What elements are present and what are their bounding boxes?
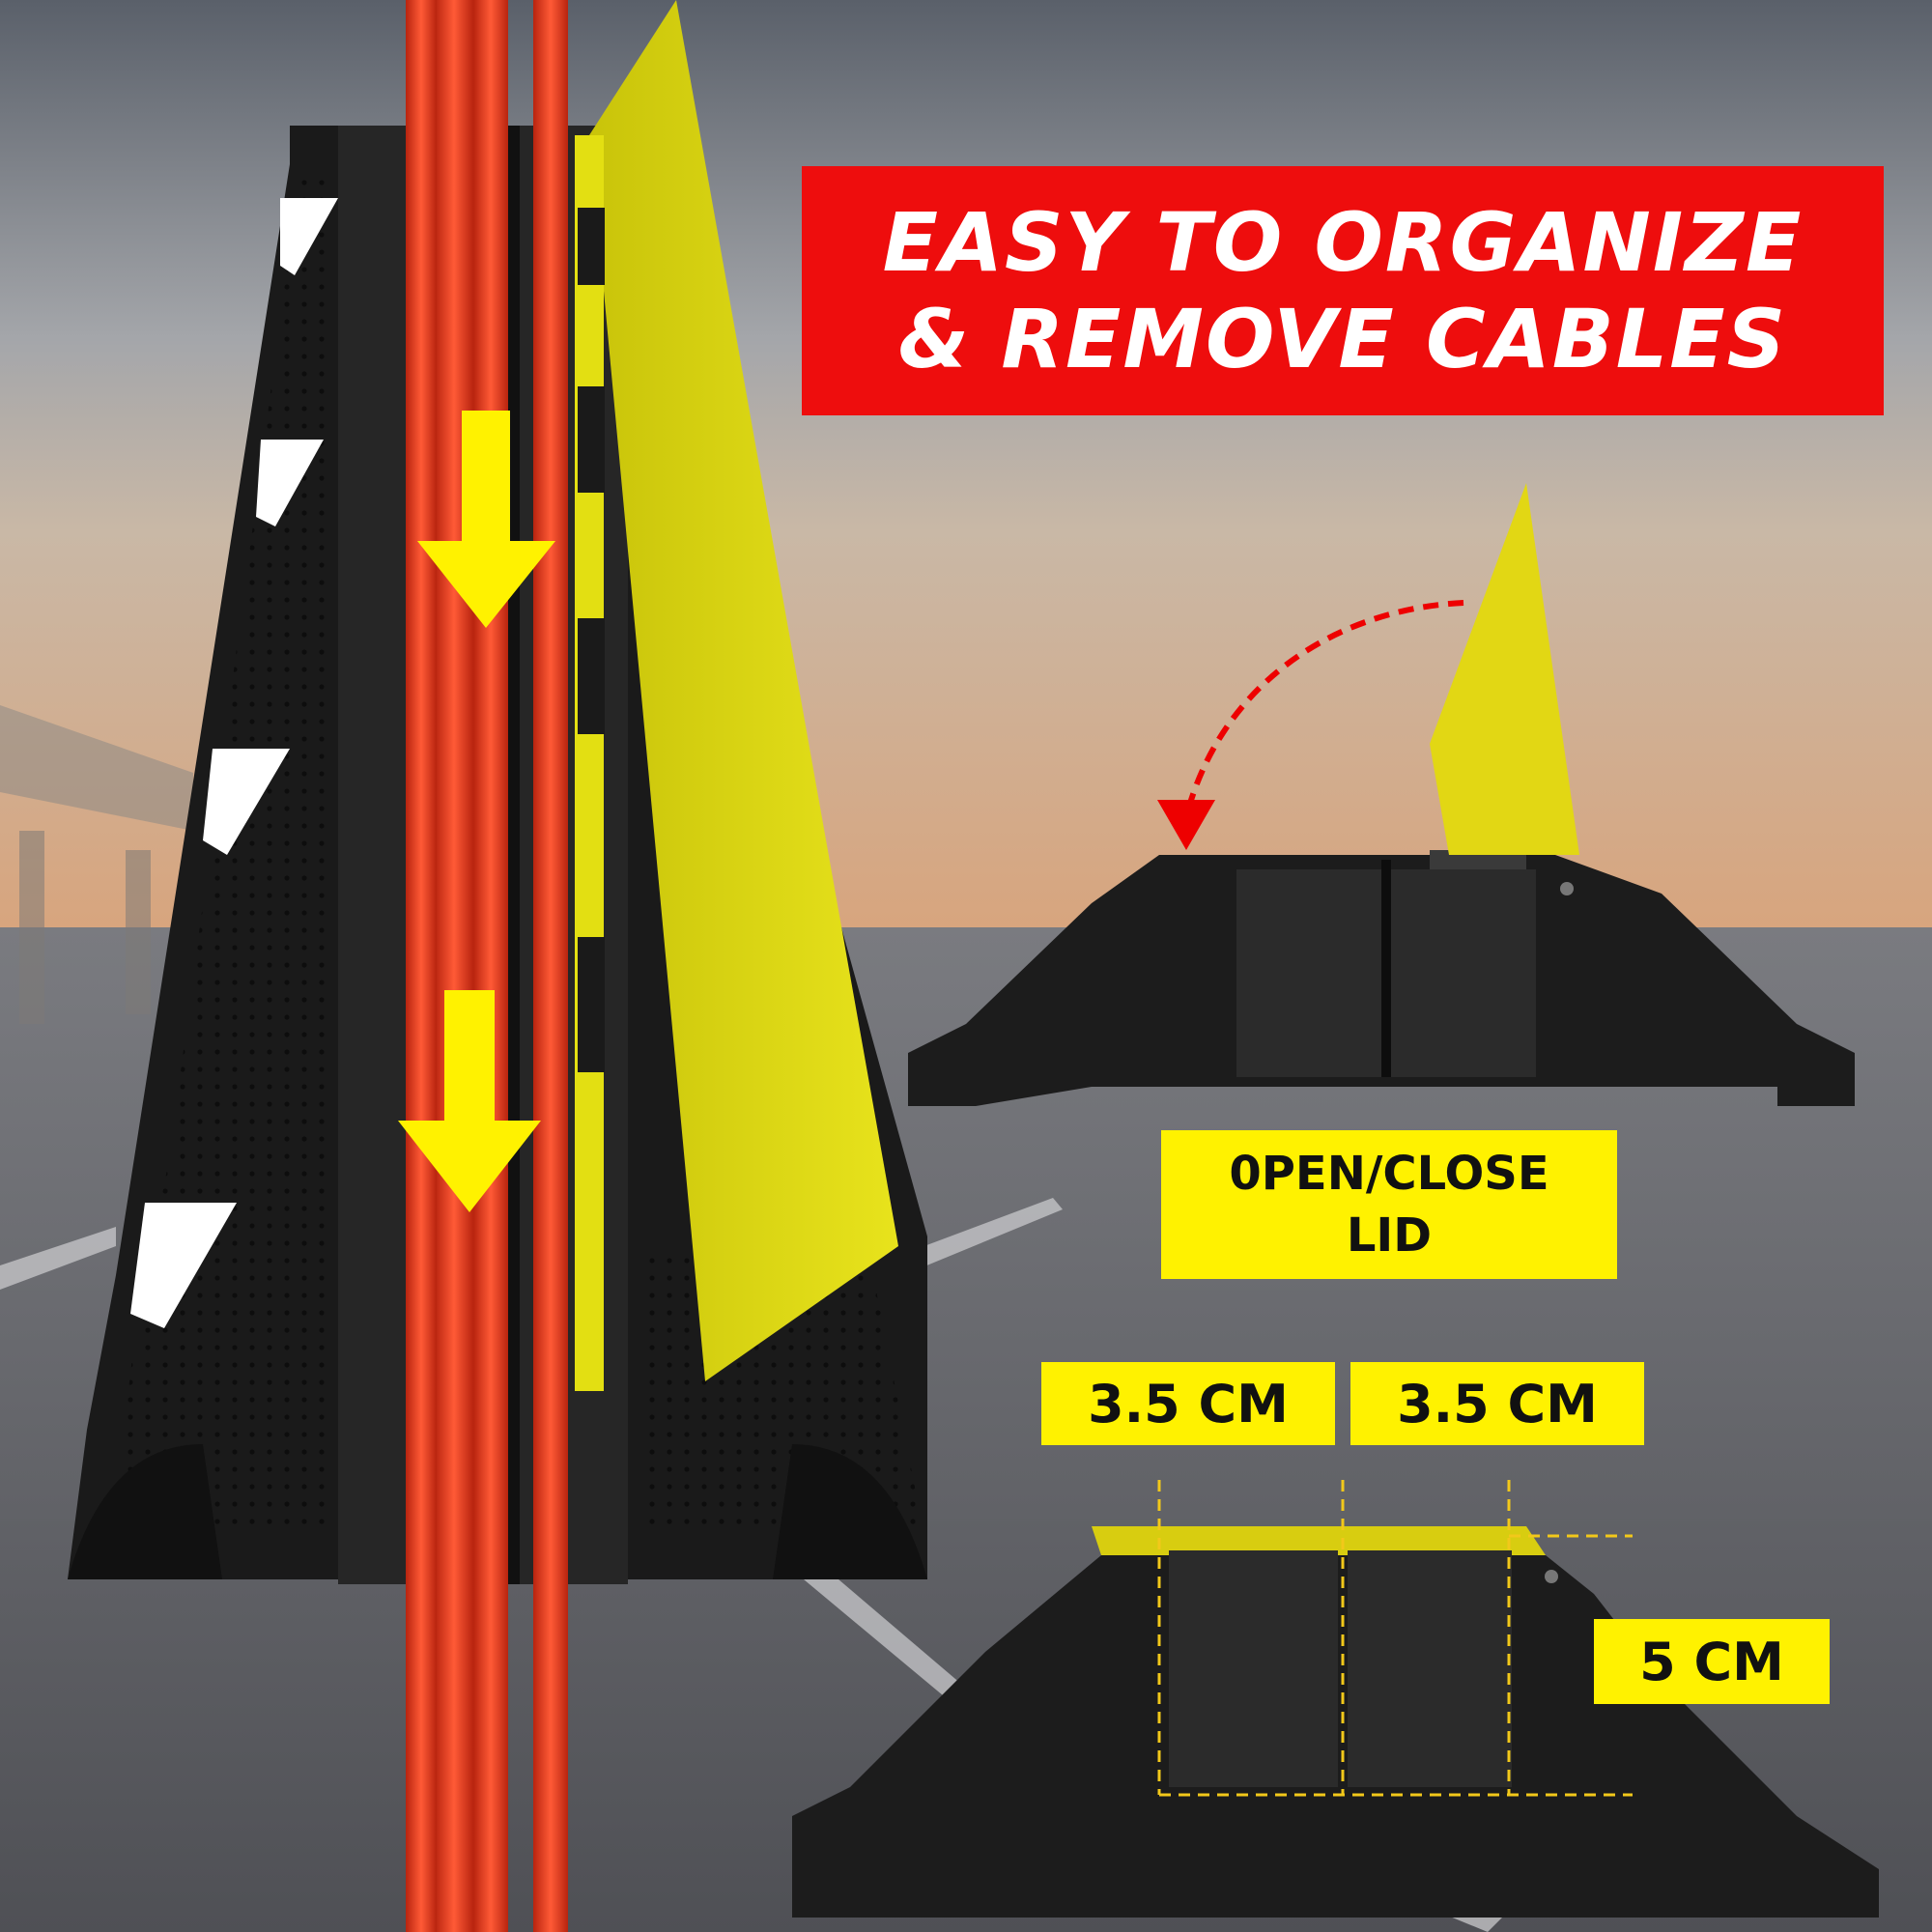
headline-line-2: & REMOVE CABLES bbox=[897, 292, 1788, 386]
open-lid-cross-section bbox=[908, 483, 1855, 1106]
lid-label-line-1: 0PEN/CLOSE bbox=[1229, 1147, 1549, 1201]
channel-width-right-label: 3.5 CM bbox=[1350, 1362, 1644, 1445]
lid-label-line-2: LID bbox=[1346, 1208, 1433, 1263]
channel-width-left-label: 3.5 CM bbox=[1041, 1362, 1335, 1445]
open-close-lid-label: 0PEN/CLOSE LID bbox=[1161, 1130, 1617, 1279]
height-label: 5 CM bbox=[1594, 1619, 1830, 1704]
hinged-lid bbox=[575, 0, 898, 1391]
down-arrow-icon bbox=[398, 411, 555, 1212]
curved-dashed-arrow-icon bbox=[1185, 600, 1464, 810]
headline-banner: EASY TO ORGANIZE & REMOVE CABLES bbox=[802, 166, 1884, 415]
chevron-arrow-icon bbox=[130, 198, 338, 1328]
headline-line-1: EASY TO ORGANIZE bbox=[882, 195, 1804, 290]
cable bbox=[406, 0, 568, 1932]
overpass-bridge bbox=[0, 705, 193, 1024]
